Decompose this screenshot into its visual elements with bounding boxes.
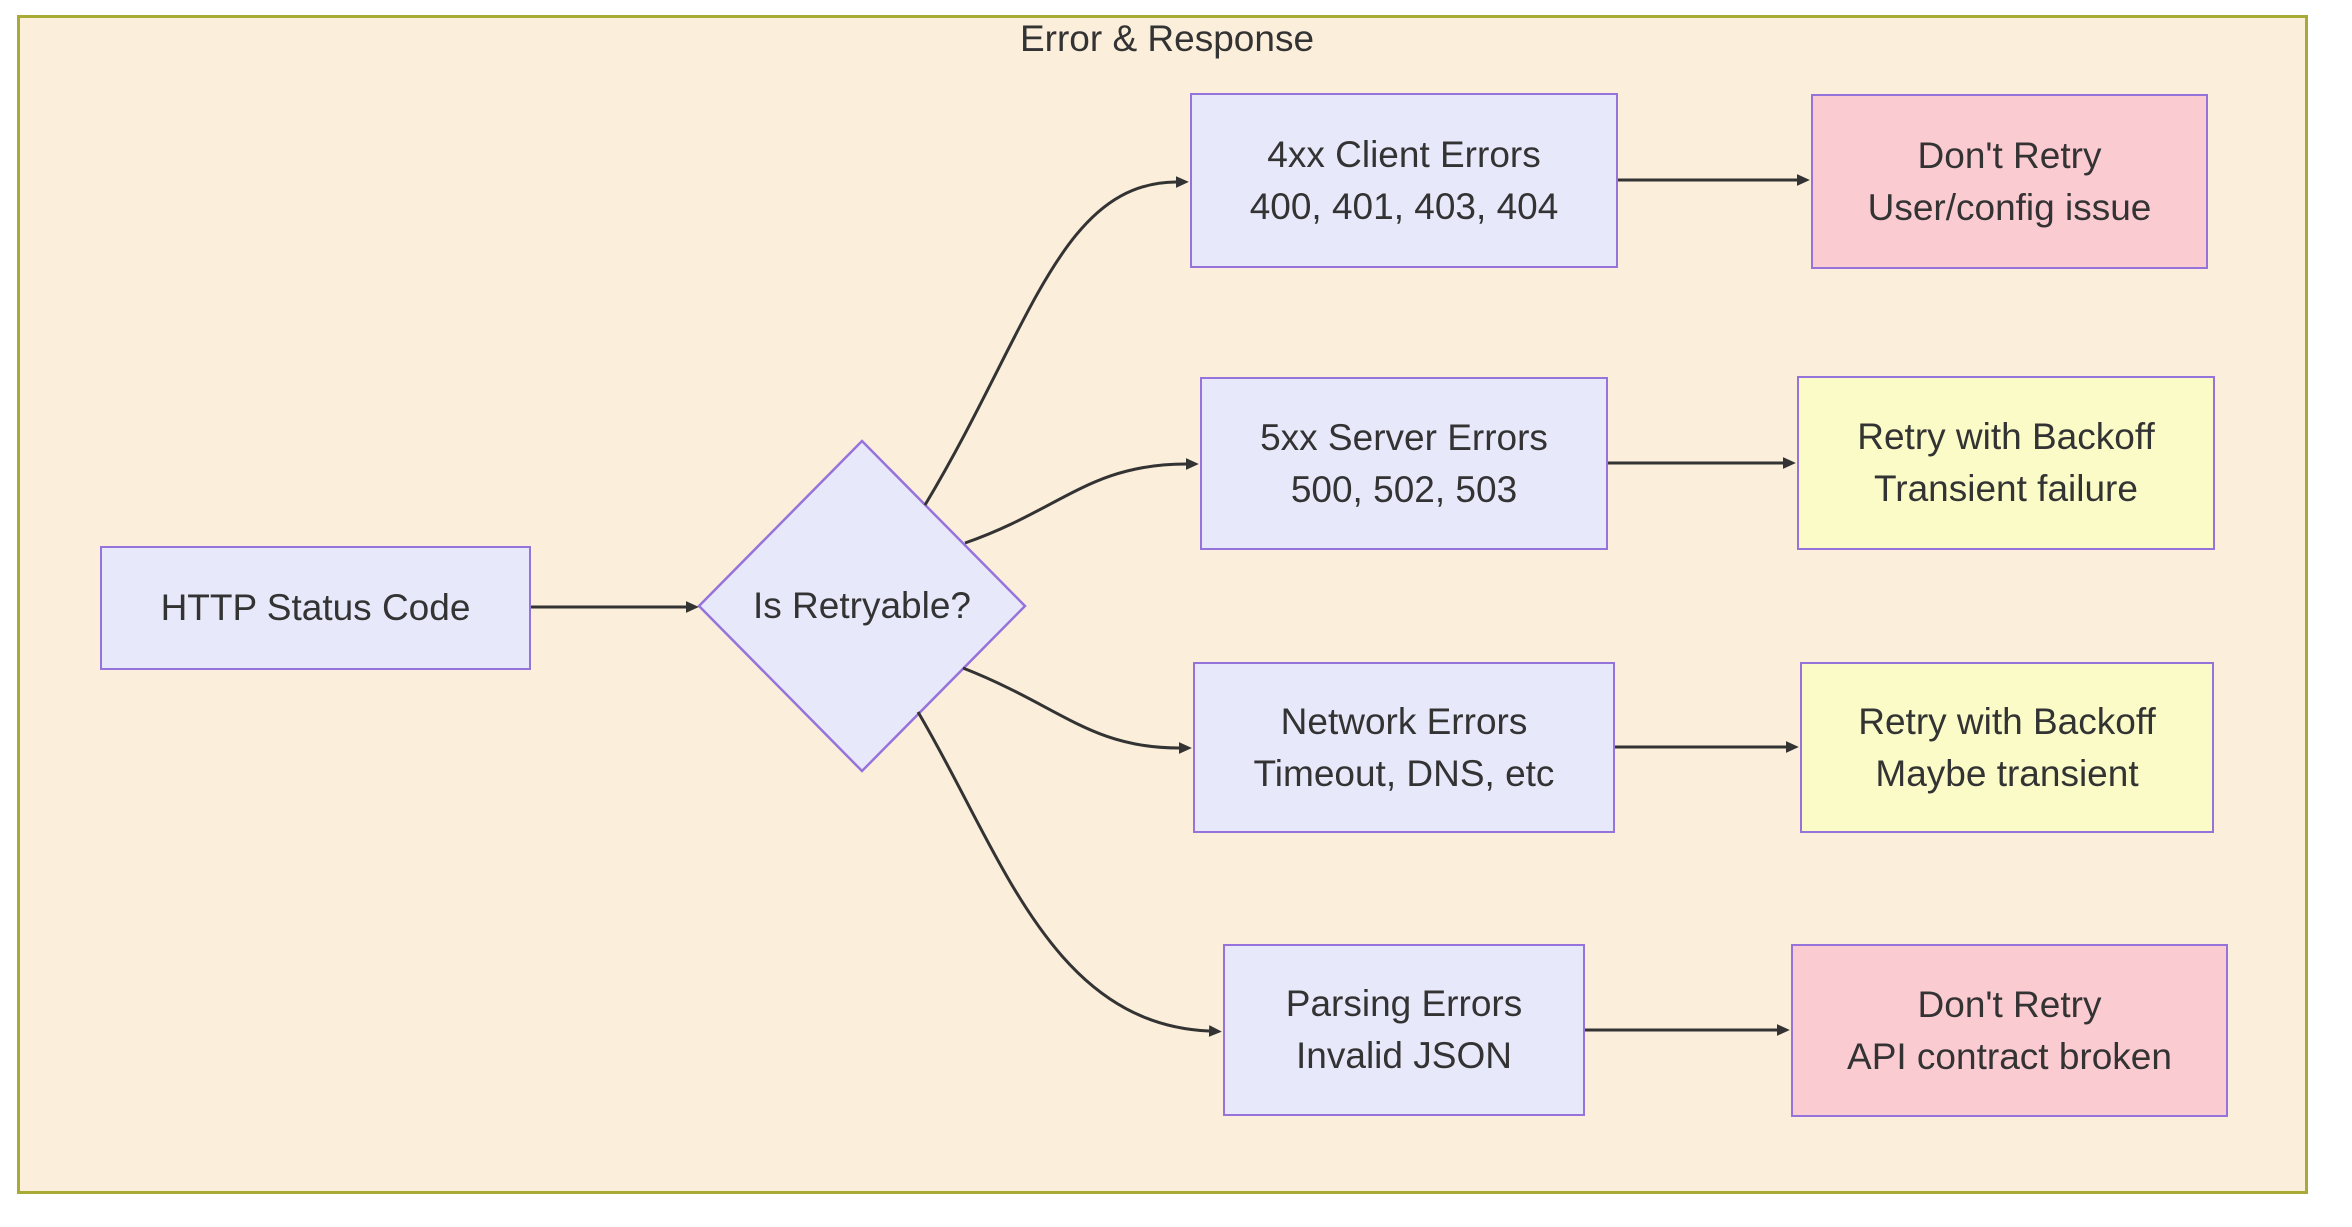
node-label-line2: Maybe transient [1875, 752, 2139, 794]
node-outcome-dont-retry-parsing: Don't Retry API contract broken [1791, 944, 2228, 1117]
edge-decision-to-4xx [923, 176, 1189, 506]
node-http-status-code: HTTP Status Code [100, 546, 531, 670]
node-label-line2: Timeout, DNS, etc [1253, 752, 1555, 794]
node-label-line2: API contract broken [1847, 1035, 2172, 1077]
node-label-line1: 4xx Client Errors [1267, 133, 1541, 175]
node-outcome-retry-backoff-5xx: Retry with Backoff Transient failure [1797, 376, 2215, 550]
edge-decision-to-network [962, 666, 1192, 754]
node-label: HTTP Status Code [160, 587, 471, 628]
node-label-line2: Transient failure [1874, 468, 2138, 509]
node-label-line2: User/config issue [1867, 186, 2152, 228]
node-label-line1: Don't Retry [1917, 134, 2102, 176]
node-label-line1: Retry with Backoff [1857, 416, 2155, 457]
node-parsing-errors: Parsing Errors Invalid JSON [1223, 944, 1585, 1116]
node-label-line1: 5xx Server Errors [1260, 416, 1548, 458]
edge-decision-to-parsing [916, 711, 1222, 1037]
node-network-errors: Network Errors Timeout, DNS, etc [1193, 662, 1615, 833]
diagram-title: Error & Response [1019, 18, 1315, 59]
decision-diamond [697, 439, 1027, 773]
node-label-line2: 400, 401, 403, 404 [1249, 185, 1559, 227]
node-4xx-client-errors: 4xx Client Errors 400, 401, 403, 404 [1190, 93, 1618, 268]
node-is-retryable-label: Is Retryable? [753, 585, 971, 626]
node-label-line2: Invalid JSON [1296, 1035, 1512, 1076]
node-label-line1: Retry with Backoff [1858, 700, 2156, 742]
node-label-line1: Parsing Errors [1285, 983, 1523, 1024]
node-label-line2: 500, 502, 503 [1290, 468, 1518, 510]
node-5xx-server-errors: 5xx Server Errors 500, 502, 503 [1200, 377, 1608, 550]
node-outcome-dont-retry-4xx: Don't Retry User/config issue [1811, 94, 2208, 269]
node-label-line1: Don't Retry [1917, 983, 2102, 1025]
edge-decision-to-5xx [964, 458, 1199, 545]
node-label-line1: Network Errors [1280, 700, 1528, 742]
node-outcome-retry-backoff-network: Retry with Backoff Maybe transient [1800, 662, 2214, 833]
